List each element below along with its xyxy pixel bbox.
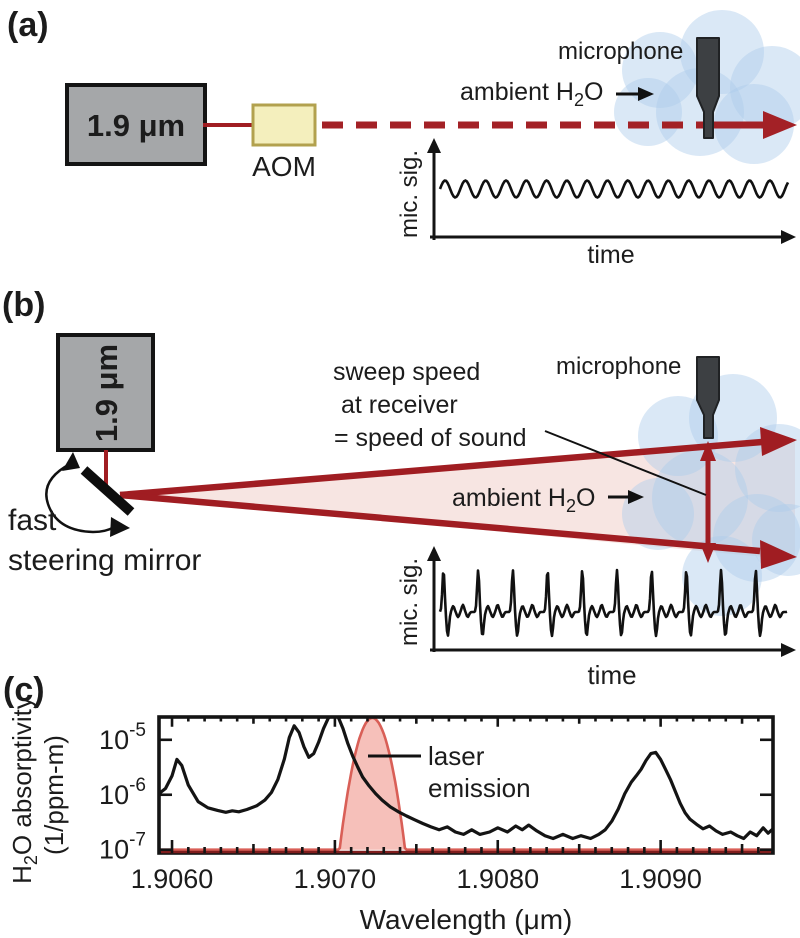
laser-wavelength-label: 1.9 μm [89,344,124,442]
beam-top-arrowhead [760,427,797,456]
panel-c-label: (c) [3,671,45,709]
sweep-note-line1: sweep speed [333,358,480,386]
cloud-puff [656,68,744,156]
mirror-label-line1: fast [8,504,57,537]
cloud-puff [730,46,800,130]
y-tick-label: 10-7 [99,830,146,865]
x-tick-label: 1.9060 [131,864,214,894]
ambient-h2o-label: ambient H2O [460,78,603,110]
microphone-label: microphone [558,38,683,65]
aom-box [251,103,317,147]
microphone-icon [696,37,720,139]
time-xlabel: time [587,241,634,269]
spectrum-ylabel-line1: H2O absorptivity [7,696,41,884]
sweep-pointer-line [544,430,707,496]
x-tick-label: 1.9070 [294,864,377,894]
beam-top-edge [119,438,763,499]
sweep-arrowhead-up [700,441,716,461]
y-axis-arrowhead [427,138,441,153]
time-xlabel: time [587,660,636,690]
spectrum-ticks [159,717,773,853]
x-tick-label: 1.9080 [457,864,540,894]
cloud-puff [652,450,748,546]
microphone-label: microphone [556,353,681,380]
x-axis-arrowhead [781,643,796,657]
spectrum-xlabel: Wavelength (μm) [360,904,573,935]
laser-wavelength-label: 1.9 μm [87,108,185,143]
mic-sig-ylabel: mic. sig. [396,150,423,238]
steering-mirror [80,466,135,516]
y-axis-arrowhead [427,546,441,561]
aom-label: AOM [252,151,316,182]
pulse-waveform [438,568,788,638]
sine-waveform [438,179,790,199]
panel-a: (a) 1.9 μm AOM microphone ambient H [7,6,800,269]
annotation-arrowhead [638,87,654,101]
beam-arrowhead [763,111,797,139]
x-tick-label: 1.9090 [619,864,702,894]
ambient-h2o-label: ambient H2O [452,484,595,516]
arc-arrowhead-top [62,452,80,471]
panel-a-label: (a) [7,6,49,44]
laser-box [56,333,155,452]
cloud-puff [638,396,718,476]
y-tick-label: 10-5 [99,720,146,755]
microphone-icon [696,356,720,439]
panel-b: (b) 1.9 μm fast [2,286,800,690]
mic-signal-plot-a: mic. sig. time [396,138,796,269]
beam-bottom-arrowhead [760,540,797,569]
beam-bottom-edge [119,491,761,555]
sweep-note-line3: = speed of sound [334,424,527,452]
swept-beam-fan [120,440,795,560]
legend-label-line1: laser [428,741,485,771]
h2o-absorption-curve [160,716,772,841]
panel-b-label: (b) [2,286,45,324]
legend-label-line2: emission [428,773,531,803]
mirror-label-line2: steering mirror [8,544,201,577]
arc-arrowhead-bottom [110,517,130,537]
annotation-arrowhead [628,490,644,504]
spectrum-ylabel-line2: (1/ppm-m) [39,735,69,855]
mic-signal-plot-b: mic. sig. time [396,546,796,690]
x-axis-arrowhead [781,230,796,244]
mirror-rotation-arc [45,462,115,534]
sweep-note-line2: at receiver [341,391,458,419]
mic-sig-ylabel: mic. sig. [396,558,423,646]
spectrum-y-tick-labels: 10-5 10-6 10-7 [99,720,146,865]
sweep-arrowhead-down [700,543,716,563]
y-tick-label: 10-6 [99,775,146,810]
spectrum-x-tick-labels: 1.9060 1.9070 1.9080 1.9090 [131,864,702,894]
